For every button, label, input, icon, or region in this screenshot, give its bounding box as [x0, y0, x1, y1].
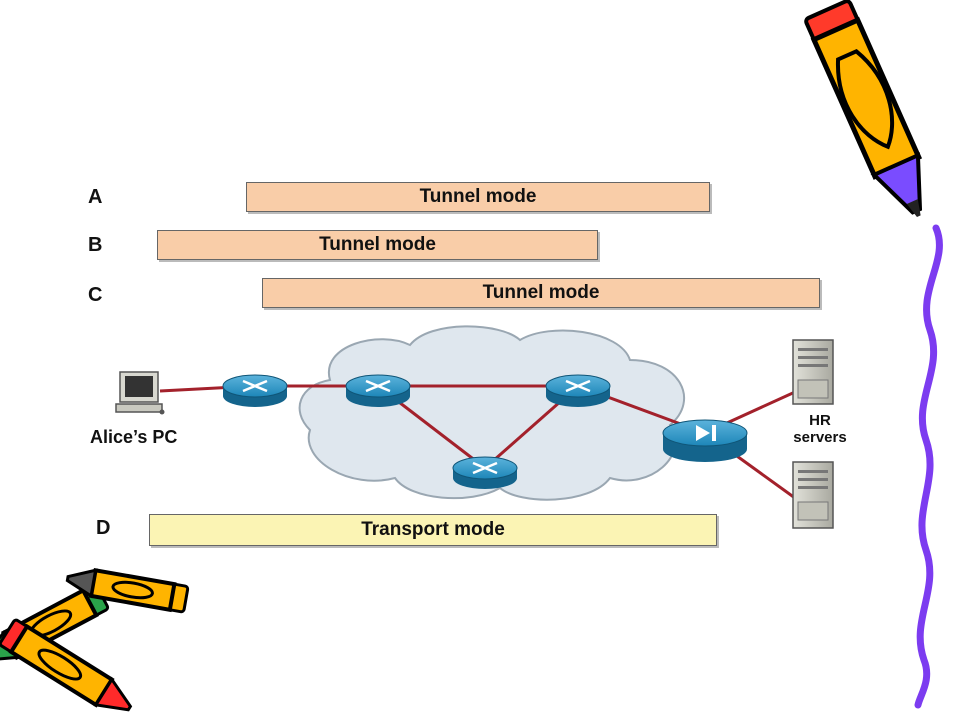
router-icon [345, 374, 411, 407]
row-label-a: A [88, 186, 103, 208]
router-icon [452, 456, 518, 489]
mode-bar-label: Tunnel mode [482, 282, 600, 303]
tunnel-mode-bar-b: Tunnel mode [157, 230, 598, 260]
crayon-icon [0, 618, 133, 712]
row-label-d: D [96, 517, 111, 539]
tunnel-mode-bar-c: Tunnel mode [262, 278, 820, 308]
crayon-icon [65, 567, 190, 614]
server-icon [792, 339, 834, 405]
alices-pc-label: Alice’s PC [90, 427, 178, 447]
mode-bar-label: Tunnel mode [419, 186, 537, 207]
wavy-line-decoration [914, 224, 943, 709]
computer-icon [115, 371, 165, 415]
pencil-icon [804, 0, 923, 218]
mode-bar-label: Tunnel mode [319, 234, 436, 255]
hr-servers-label-line1: HR [809, 412, 831, 429]
server-icon [792, 461, 834, 529]
hr-servers-label: HR servers [780, 412, 860, 446]
mode-bar-label: Transport mode [361, 519, 505, 540]
transport-mode-bar-d: Transport mode [149, 514, 717, 546]
hr-servers-label-line2: servers [793, 429, 847, 446]
row-label-b: B [88, 234, 103, 256]
tunnel-mode-bar-a: Tunnel mode [246, 182, 710, 212]
router-icon [222, 374, 288, 407]
network-cloud [298, 325, 686, 501]
vpn-concentrator-icon [662, 419, 748, 462]
row-label-c: C [88, 284, 103, 306]
router-icon [545, 374, 611, 407]
